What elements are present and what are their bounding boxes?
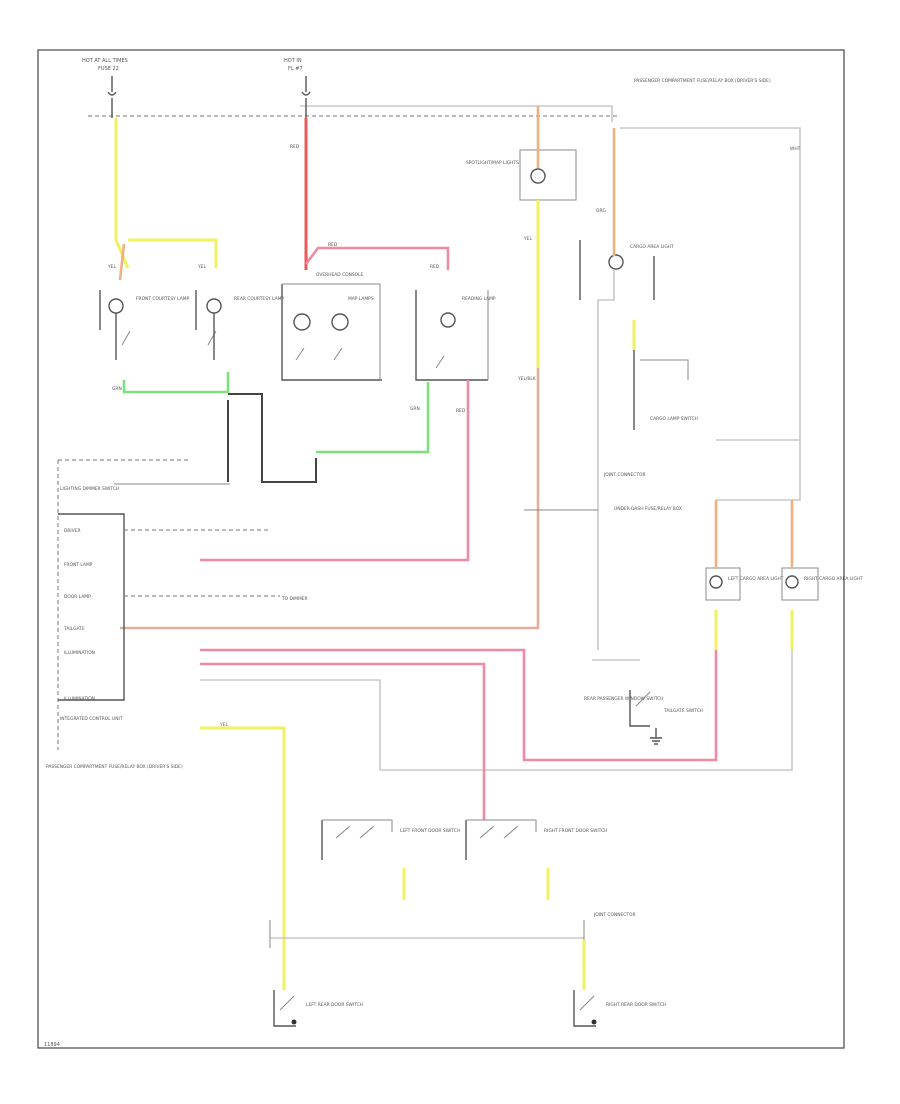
cargo-area-lamp: CARGO AREA LIGHT <box>579 240 674 300</box>
wire-code-yel-b: YEL <box>197 264 206 270</box>
wire-code-red-d: RED <box>456 408 466 414</box>
svg-text:ILLUMINATION: ILLUMINATION <box>64 650 95 656</box>
wire-code-grn-a: GRN <box>112 386 122 392</box>
yel-wire-1 <box>114 118 130 269</box>
red-wire-split <box>304 246 450 270</box>
grn-wire-1 <box>122 372 230 394</box>
svg-text:LEFT CARGO AREA LIGHT: LEFT CARGO AREA LIGHT <box>728 576 784 582</box>
integrated-control-unit: DRIVER FRONT LAMP DOOR LAMP TAILGATE ILL… <box>58 513 125 722</box>
svg-text:FRONT LAMP: FRONT LAMP <box>64 562 93 568</box>
rear-cargo-lamp-lh: LEFT CARGO AREA LIGHT <box>705 567 784 601</box>
svg-text:READING LAMP: READING LAMP <box>462 296 496 302</box>
spotlight-lamp: SPOTLIGHT/MAP LIGHTS <box>466 149 577 201</box>
front-courtesy-lamp-left: FRONT COURTESY LAMP <box>99 290 190 360</box>
reading-lamp: READING LAMP <box>415 290 496 381</box>
top-right-block-label: PASSENGER COMPARTMENT FUSE/RELAY BOX (DR… <box>634 78 771 84</box>
svg-text:OVERHEAD CONSOLE: OVERHEAD CONSOLE <box>316 272 364 278</box>
svg-text:RIGHT REAR DOOR SWITCH: RIGHT REAR DOOR SWITCH <box>606 1002 666 1008</box>
svg-text:CARGO AREA LIGHT: CARGO AREA LIGHT <box>630 244 674 250</box>
junction-block-label: UNDER-DASH FUSE/RELAY BOX <box>614 506 682 512</box>
fuse-left-symbol <box>107 76 117 118</box>
top-left-fuse-title: HOT AT ALL TIMES <box>82 58 128 64</box>
wire-code-yel-c: YEL <box>523 236 532 242</box>
ground-symbol <box>650 728 662 745</box>
door-switch-rf: RIGHT FRONT DOOR SWITCH <box>465 819 607 860</box>
svg-text:DOOR LAMP: DOOR LAMP <box>64 594 91 600</box>
wire-code-yelblk: YEL/BLK <box>517 376 536 382</box>
door-switch-lr: LEFT REAR DOOR SWITCH <box>273 990 363 1027</box>
svg-text:REAR COURTESY LAMP: REAR COURTESY LAMP <box>234 296 284 302</box>
door-switch-lf: LEFT FRONT DOOR SWITCH <box>321 819 460 860</box>
front-courtesy-lamp-right: REAR COURTESY LAMP <box>195 290 284 360</box>
wht-wire-cargo <box>597 270 615 650</box>
to-dimmer-label: TO DIMMER <box>281 596 308 602</box>
svg-text:TAILGATE: TAILGATE <box>63 626 85 632</box>
overhead-console: OVERHEAD CONSOLE MAP LAMPS <box>281 272 382 381</box>
tan-wire-tailgate <box>120 368 540 630</box>
top-mid-fuse-name: FL #7 <box>288 66 303 72</box>
wire-code-yel-a: YEL <box>107 264 116 270</box>
blk-wire-1 <box>228 393 317 483</box>
svg-text:FRONT COURTESY LAMP: FRONT COURTESY LAMP <box>136 296 190 302</box>
cargo-switch-label: CARGO LAMP SWITCH <box>650 416 698 422</box>
wire-code-yel-d: YEL <box>219 722 228 728</box>
red-wire-to-ctrl <box>200 380 470 562</box>
hot-bus-wire <box>300 105 613 122</box>
bottom-joint-connector-label: JOINT CONNECTOR <box>593 912 636 918</box>
wire-code-org: ORG <box>596 208 607 214</box>
wire-code-red-a: RED <box>290 144 300 150</box>
rear-cargo-lamp-rh: RIGHT CARGO AREA LIGHT <box>781 567 863 601</box>
svg-text:SPOTLIGHT/MAP LIGHTS: SPOTLIGHT/MAP LIGHTS <box>466 160 519 166</box>
fuse-relay-bottom-left-label: PASSENGER COMPARTMENT FUSE/RELAY BOX (DR… <box>46 764 183 770</box>
svg-text:INTEGRATED CONTROL UNIT: INTEGRATED CONTROL UNIT <box>60 716 123 722</box>
footer-code: 11894 <box>44 1042 60 1048</box>
svg-text:RIGHT FRONT DOOR SWITCH: RIGHT FRONT DOOR SWITCH <box>544 828 607 834</box>
tailgate-switch: TAILGATE SWITCH <box>629 690 703 727</box>
wire-code-red-c: RED <box>430 264 440 270</box>
svg-text:TAILGATE SWITCH: TAILGATE SWITCH <box>663 708 703 714</box>
wire-code-wht-a: WHT <box>790 146 801 152</box>
red-wire-front-door <box>200 662 486 820</box>
yel-wire-rear-door <box>200 726 286 940</box>
door-switch-rr: RIGHT REAR DOOR SWITCH <box>573 990 666 1027</box>
svg-text:RIGHT CARGO AREA LIGHT: RIGHT CARGO AREA LIGHT <box>804 576 863 582</box>
diagram-frame <box>37 49 845 1049</box>
red-wire-rear-loop <box>200 648 718 762</box>
svg-text:LEFT REAR DOOR SWITCH: LEFT REAR DOOR SWITCH <box>306 1002 363 1008</box>
fuse-mid-symbol <box>301 76 311 118</box>
lighting-dimmer-label: LIGHTING DIMMER SWITCH <box>60 486 119 492</box>
svg-text:MAP LAMPS: MAP LAMPS <box>348 296 374 302</box>
cargo-switch-link <box>640 359 689 380</box>
top-left-fuse-name: FUSE 22 <box>98 66 119 72</box>
yel-wire-2 <box>128 238 218 268</box>
svg-text:LEFT FRONT DOOR SWITCH: LEFT FRONT DOOR SWITCH <box>400 828 460 834</box>
joint-connector-label: JOINT CONNECTOR <box>603 472 646 478</box>
grn-wire-2 <box>316 382 430 454</box>
org-wire-stub <box>118 243 126 281</box>
rear-passenger-switch-label: REAR PASSENGER WINDOW SWITCH <box>584 696 664 702</box>
svg-text:DRIVER: DRIVER <box>64 528 81 534</box>
wht-wire-rear-loop <box>200 650 793 771</box>
svg-text:ILLUMINATION: ILLUMINATION <box>64 696 95 702</box>
top-mid-fuse-title: HOT IN <box>284 58 302 64</box>
wire-code-red-b: RED <box>328 242 338 248</box>
wht-wire-right <box>620 127 801 501</box>
wire-code-grn-b: GRN <box>410 406 420 412</box>
